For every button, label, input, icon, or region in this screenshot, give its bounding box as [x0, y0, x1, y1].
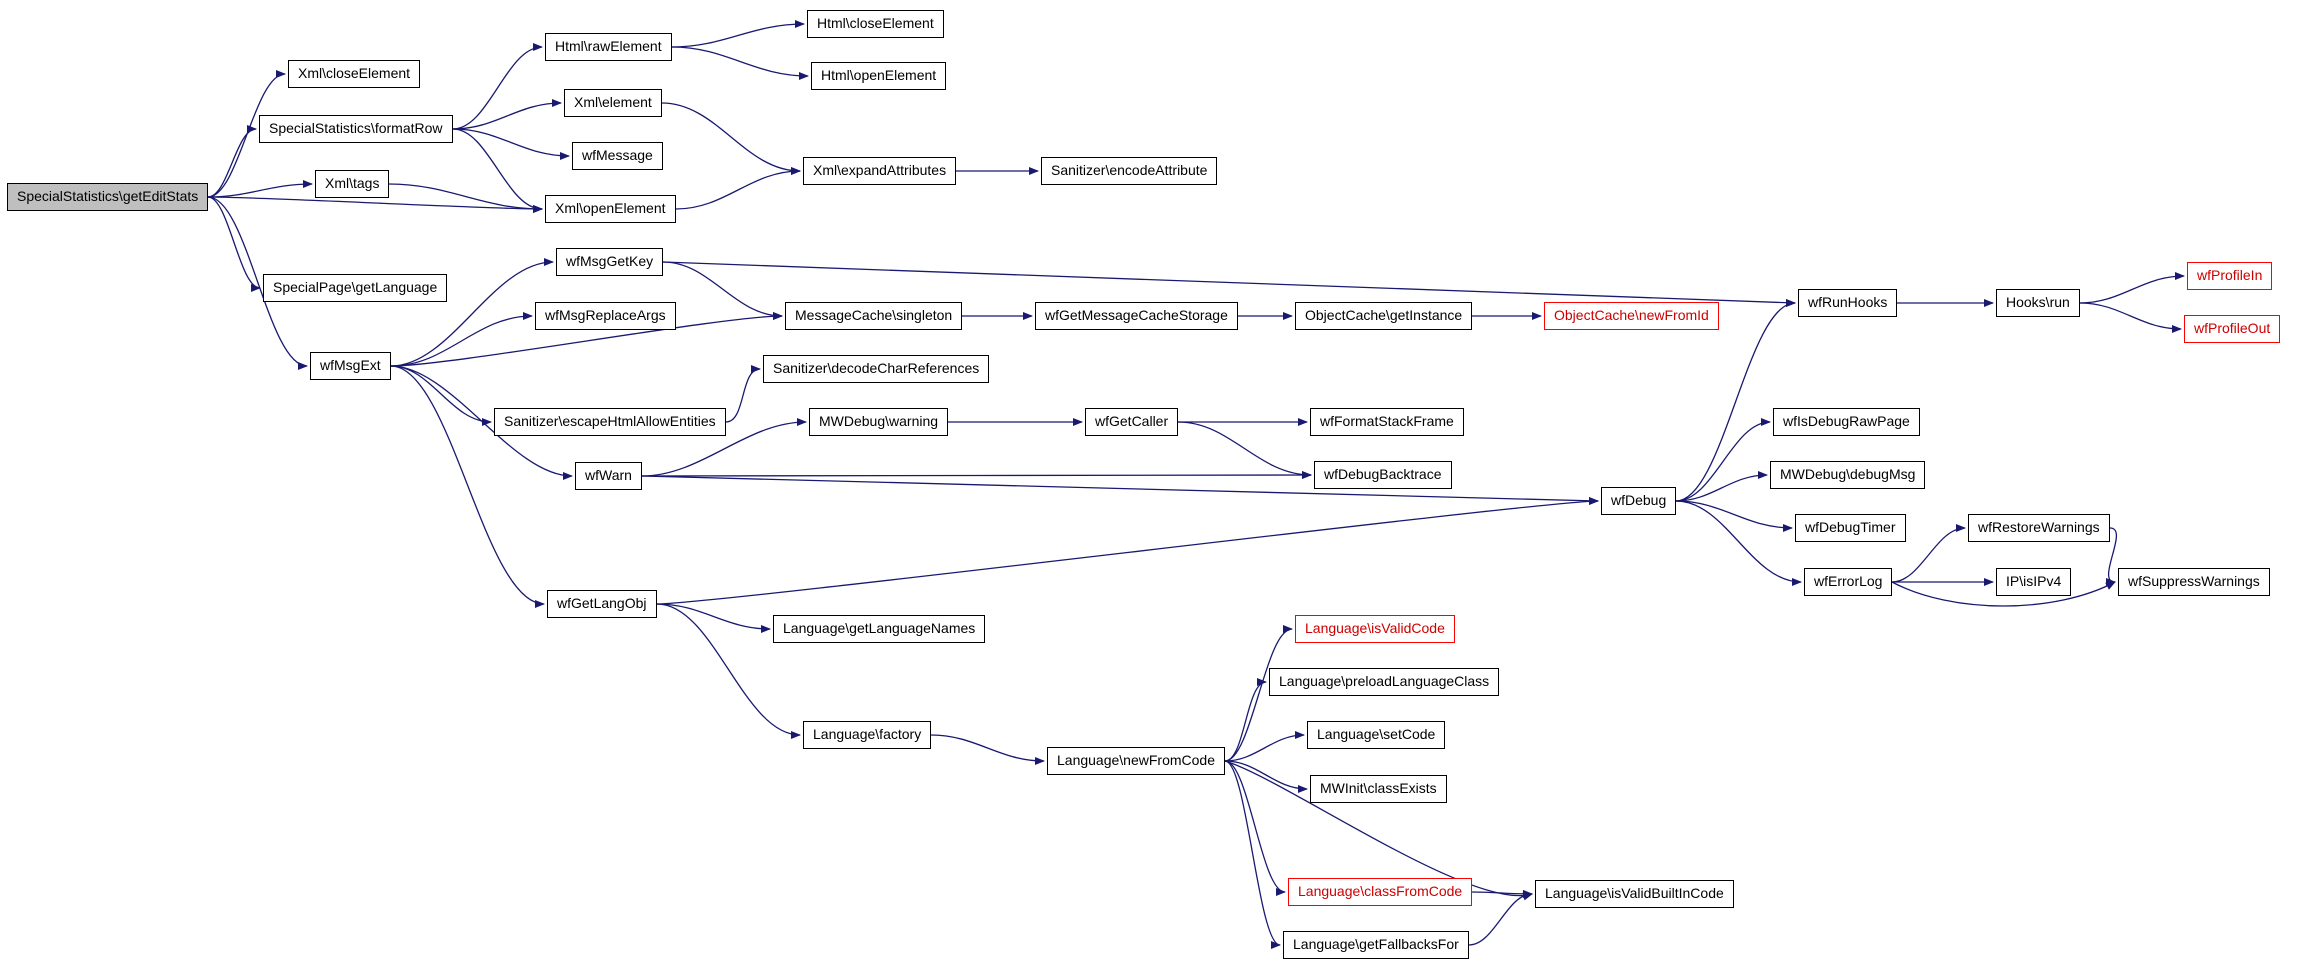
- graph-node-wfRestoreWarnings[interactable]: wfRestoreWarnings: [1968, 514, 2110, 542]
- graph-node-objectCacheGetInstance[interactable]: ObjectCache\getInstance: [1295, 302, 1473, 330]
- graph-edge-hooksRun-to-wfProfileIn: [2079, 272, 2185, 304]
- graph-edge-xmlElement-to-xmlExpandAttributes: [661, 102, 801, 175]
- graph-node-wfErrorLog[interactable]: wfErrorLog: [1804, 568, 1893, 596]
- graph-node-wfDebugBacktrace[interactable]: wfDebugBacktrace: [1314, 461, 1452, 489]
- graph-edge-languageGetFallbacksFor-to-languageIsValidBuiltInCode: [1468, 890, 1533, 946]
- graph-node-hooksRun[interactable]: Hooks\run: [1996, 289, 2080, 317]
- graph-node-mwDebugWarning[interactable]: MWDebug\warning: [809, 408, 949, 436]
- graph-edge-getEditStats-to-xmlOpenElement: [207, 196, 543, 213]
- graph-edge-wfMsgExt-to-wfMsgReplaceArgs: [390, 312, 533, 367]
- graph-node-wfDebugTimer[interactable]: wfDebugTimer: [1795, 514, 1906, 542]
- graph-edge-languageNewFromCode-to-mwInitClassExists: [1224, 760, 1308, 793]
- graph-node-wfIsDebugRawPage[interactable]: wfIsDebugRawPage: [1773, 408, 1920, 436]
- graph-edge-xmlOpenElement-to-xmlExpandAttributes: [675, 167, 801, 210]
- graph-node-wfRunHooks[interactable]: wfRunHooks: [1798, 289, 1898, 317]
- graph-node-languageGetLanguageNames[interactable]: Language\getLanguageNames: [773, 615, 986, 643]
- graph-node-ipIsIPv4[interactable]: IP\isIPv4: [1996, 568, 2072, 596]
- graph-node-mwDebugDebugMsg[interactable]: MWDebug\debugMsg: [1770, 461, 1926, 489]
- graph-node-languageIsValidCode[interactable]: Language\isValidCode: [1295, 615, 1455, 643]
- graph-node-xmlOpenElement[interactable]: Xml\openElement: [545, 195, 676, 223]
- graph-node-wfWarn[interactable]: wfWarn: [575, 462, 642, 490]
- graph-edge-xmlTags-to-xmlOpenElement: [388, 183, 543, 213]
- graph-edge-wfMsgExt-to-sanitizerEscapeHtmlAllowEntities: [390, 365, 492, 426]
- graph-edge-languageNewFromCode-to-languagePreloadLanguageClass: [1224, 678, 1267, 762]
- graph-edge-languageNewFromCode-to-languageClassFromCode: [1224, 760, 1286, 896]
- graph-node-wfMsgGetKey[interactable]: wfMsgGetKey: [556, 248, 664, 276]
- graph-node-wfMsgReplaceArgs[interactable]: wfMsgReplaceArgs: [535, 302, 676, 330]
- graph-node-messageCacheSingleton[interactable]: MessageCache\singleton: [785, 302, 963, 330]
- graph-edge-formatRow-to-xmlOpenElement: [452, 128, 543, 213]
- graph-edge-getEditStats-to-getLanguage: [207, 196, 261, 292]
- graph-node-xmlElement[interactable]: Xml\element: [564, 89, 662, 117]
- graph-edge-formatRow-to-xmlElement: [452, 99, 562, 130]
- graph-edge-wfDebug-to-wfDebugTimer: [1675, 500, 1793, 532]
- graph-edge-languageFactory-to-languageNewFromCode: [930, 734, 1045, 765]
- graph-node-wfGetMessageCacheStorage[interactable]: wfGetMessageCacheStorage: [1035, 302, 1238, 330]
- graph-node-getEditStats: SpecialStatistics\getEditStats: [7, 183, 209, 211]
- graph-node-languageClassFromCode[interactable]: Language\classFromCode: [1288, 878, 1473, 906]
- graph-edge-htmlRawElement-to-htmlOpenElement: [671, 46, 809, 80]
- graph-edge-wfGetCaller-to-wfDebugBacktrace: [1177, 421, 1312, 479]
- graph-node-wfSuppressWarnings[interactable]: wfSuppressWarnings: [2118, 568, 2270, 596]
- graph-node-htmlRawElement[interactable]: Html\rawElement: [545, 33, 672, 61]
- graph-node-languageFactory[interactable]: Language\factory: [803, 721, 932, 749]
- graph-edge-wfDebug-to-wfIsDebugRawPage: [1675, 418, 1771, 502]
- graph-node-languagePreloadLanguageClass[interactable]: Language\preloadLanguageClass: [1269, 668, 1500, 696]
- graph-node-xmlCloseElement[interactable]: Xml\closeElement: [288, 60, 421, 88]
- graph-edge-wfGetLangObj-to-languageGetLanguageNames: [656, 603, 771, 633]
- graph-edge-wfWarn-to-wfDebugBacktrace: [641, 471, 1312, 480]
- graph-edge-wfMsgGetKey-to-wfRunHooks: [662, 261, 1796, 307]
- graph-node-wfFormatStackFrame[interactable]: wfFormatStackFrame: [1310, 408, 1464, 436]
- graph-edge-getEditStats-to-formatRow: [207, 125, 257, 198]
- graph-edge-formatRow-to-wfMessage: [452, 128, 570, 160]
- graph-node-wfDebug[interactable]: wfDebug: [1601, 487, 1677, 515]
- graph-edge-languageClassFromCode-to-languageIsValidBuiltInCode: [1471, 889, 1533, 898]
- graph-edge-wfMsgExt-to-wfGetLangObj: [390, 365, 545, 608]
- graph-edge-wfRestoreWarnings-to-wfSuppressWarnings: [2105, 527, 2117, 586]
- graph-node-htmlOpenElement[interactable]: Html\openElement: [811, 62, 947, 90]
- graph-node-languageNewFromCode[interactable]: Language\newFromCode: [1047, 747, 1225, 775]
- graph-edge-wfGetLangObj-to-wfDebug: [656, 497, 1599, 605]
- graph-edge-wfDebug-to-mwDebugDebugMsg: [1675, 471, 1768, 502]
- graph-node-sanitizerEscapeHtmlAllowEntities[interactable]: Sanitizer\escapeHtmlAllowEntities: [494, 408, 726, 436]
- graph-node-wfGetLangObj[interactable]: wfGetLangObj: [547, 590, 657, 618]
- graph-node-xmlExpandAttributes[interactable]: Xml\expandAttributes: [803, 157, 957, 185]
- graph-node-wfGetCaller[interactable]: wfGetCaller: [1085, 408, 1179, 436]
- graph-edge-htmlRawElement-to-htmlCloseElement: [671, 20, 805, 48]
- graph-edge-languageNewFromCode-to-languageSetCode: [1224, 731, 1305, 762]
- graph-node-mwInitClassExists[interactable]: MWInit\classExists: [1310, 775, 1447, 803]
- graph-edge-wfDebug-to-wfErrorLog: [1675, 500, 1802, 586]
- graph-edge-getEditStats-to-xmlTags: [207, 180, 313, 198]
- graph-edge-formatRow-to-htmlRawElement: [452, 43, 543, 130]
- graph-edge-wfWarn-to-wfDebug: [641, 475, 1599, 505]
- graph-edge-hooksRun-to-wfProfileOut: [2079, 302, 2182, 333]
- graph-node-objectCacheNewFromId[interactable]: ObjectCache\newFromId: [1544, 302, 1719, 330]
- graph-edge-languageNewFromCode-to-languageGetFallbacksFor: [1224, 760, 1281, 949]
- graph-edge-wfMsgGetKey-to-messageCacheSingleton: [662, 261, 783, 320]
- graph-node-htmlCloseElement[interactable]: Html\closeElement: [807, 10, 944, 38]
- graph-node-languageSetCode[interactable]: Language\setCode: [1307, 721, 1446, 749]
- graph-node-sanitizerDecodeCharReferences[interactable]: Sanitizer\decodeCharReferences: [763, 355, 990, 383]
- graph-node-languageIsValidBuiltInCode[interactable]: Language\isValidBuiltInCode: [1535, 880, 1734, 908]
- graph-node-getLanguage[interactable]: SpecialPage\getLanguage: [263, 274, 448, 302]
- graph-node-sanitizerEncodeAttribute[interactable]: Sanitizer\encodeAttribute: [1041, 157, 1218, 185]
- graph-node-languageGetFallbacksFor[interactable]: Language\getFallbacksFor: [1283, 931, 1469, 959]
- graph-node-wfProfileOut[interactable]: wfProfileOut: [2184, 315, 2281, 343]
- graph-node-wfProfileIn[interactable]: wfProfileIn: [2187, 262, 2273, 290]
- graph-edge-sanitizerEscapeHtmlAllowEntities-to-sanitizerDecodeCharReferences: [725, 365, 761, 423]
- graph-node-xmlTags[interactable]: Xml\tags: [315, 170, 390, 198]
- graph-node-wfMessage[interactable]: wfMessage: [572, 142, 663, 170]
- graph-node-formatRow[interactable]: SpecialStatistics\formatRow: [259, 115, 453, 143]
- graph-node-wfMsgExt[interactable]: wfMsgExt: [310, 352, 391, 380]
